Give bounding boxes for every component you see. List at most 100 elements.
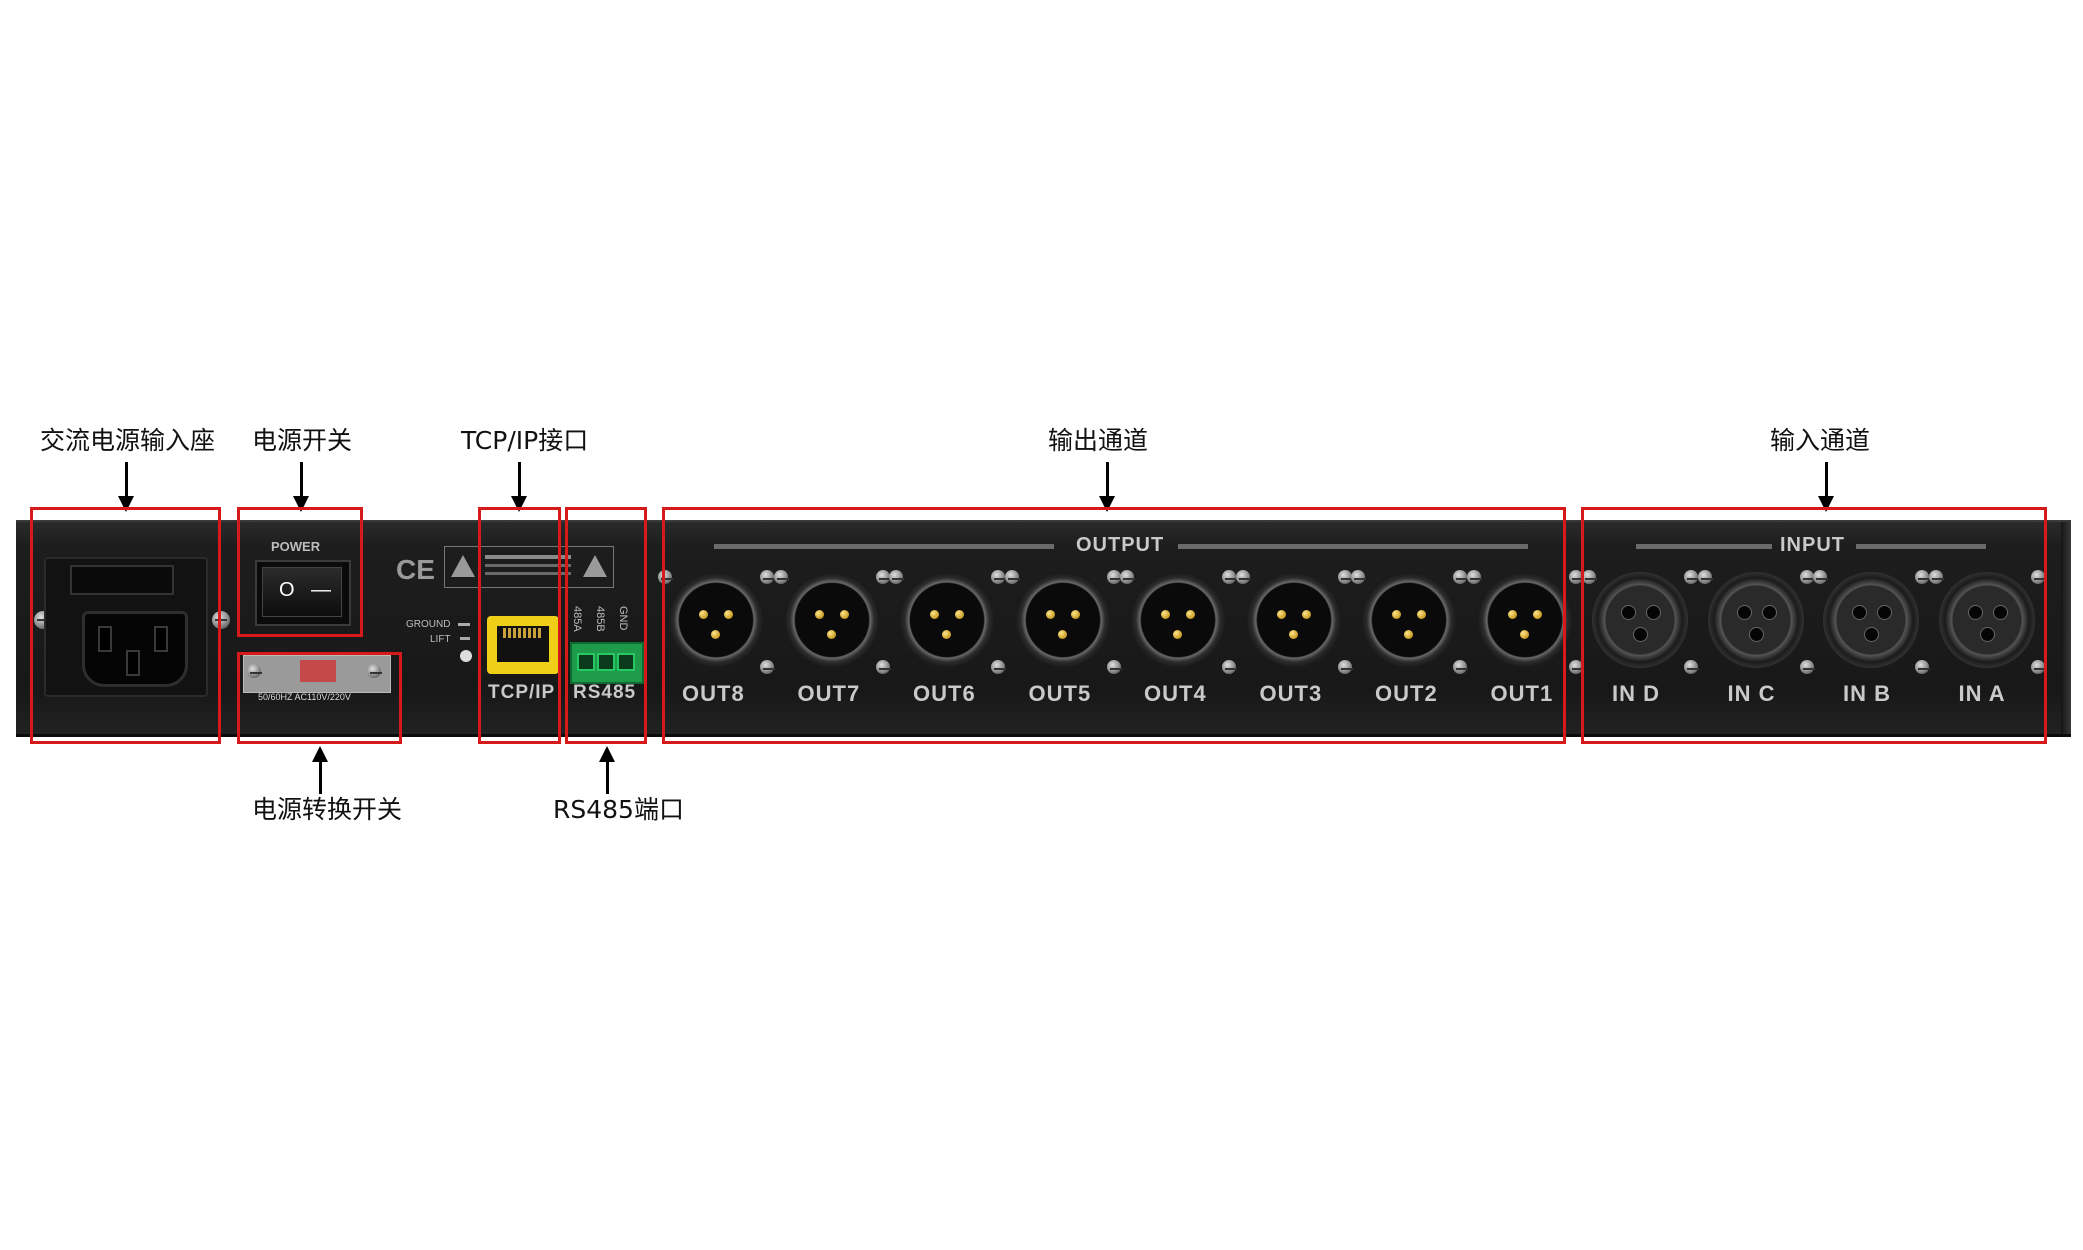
xlr-output-connector[interactable] bbox=[1014, 572, 1111, 668]
highlight-tcpip bbox=[478, 507, 561, 744]
screw bbox=[875, 660, 891, 674]
xlr-pin bbox=[1532, 610, 1542, 619]
screw bbox=[658, 570, 673, 584]
xlr-pin bbox=[1301, 610, 1311, 619]
screw bbox=[875, 570, 891, 584]
xlr-socket-hole bbox=[1877, 605, 1892, 620]
xlr-pin bbox=[839, 610, 849, 619]
screw bbox=[760, 570, 775, 584]
xlr-pin bbox=[1519, 630, 1529, 639]
screw bbox=[1235, 570, 1251, 584]
output-label: OUT6 bbox=[913, 681, 976, 706]
xlr-socket-hole bbox=[1621, 605, 1636, 620]
xlr-socket-hole bbox=[1646, 605, 1661, 620]
output-label: OUT1 bbox=[1490, 681, 1554, 706]
highlight-outputs bbox=[662, 507, 1566, 744]
xlr-output-connector[interactable] bbox=[1130, 572, 1226, 668]
screw bbox=[1684, 660, 1699, 674]
voltage-rating: 50/60HZ AC110V/220V bbox=[258, 692, 351, 702]
xlr-socket-hole bbox=[1967, 605, 1983, 620]
xlr-input-connector[interactable] bbox=[1938, 572, 2035, 668]
screw bbox=[1337, 570, 1353, 584]
input-group-label: INPUT bbox=[1780, 534, 1845, 556]
screw bbox=[991, 660, 1006, 674]
xlr-pin bbox=[1186, 610, 1195, 619]
screw bbox=[991, 570, 1006, 584]
output-label: OUT5 bbox=[1028, 681, 1092, 706]
xlr-output-connector[interactable] bbox=[1245, 572, 1342, 668]
screw bbox=[1453, 570, 1468, 584]
xlr-pin bbox=[1404, 630, 1413, 639]
input-group-line bbox=[1636, 544, 1772, 549]
xlr-output-connector[interactable] bbox=[899, 572, 995, 668]
screw bbox=[1106, 570, 1122, 584]
input-label: IN C bbox=[1727, 681, 1776, 706]
input-label: IN B bbox=[1843, 681, 1891, 706]
screw bbox=[1453, 660, 1468, 674]
screw bbox=[760, 660, 775, 674]
callout-voltage-switch: 电源转换开关 bbox=[252, 795, 403, 824]
screw bbox=[1351, 570, 1366, 584]
xlr-socket-hole bbox=[1633, 627, 1648, 642]
xlr-pin bbox=[1288, 630, 1298, 639]
ground-lift-switch[interactable] bbox=[460, 650, 472, 662]
output-label: OUT4 bbox=[1144, 681, 1207, 706]
power-rocker[interactable] bbox=[262, 567, 342, 617]
xlr-input-connector[interactable] bbox=[1707, 572, 1804, 668]
screw bbox=[1915, 570, 1930, 584]
terminal-pin bbox=[597, 653, 615, 671]
ground-switch-mark bbox=[458, 623, 470, 626]
screw bbox=[247, 664, 262, 678]
screw bbox=[889, 570, 904, 584]
xlr-socket-hole bbox=[1736, 605, 1752, 620]
screw bbox=[2030, 570, 2046, 584]
xlr-pin bbox=[1045, 610, 1055, 619]
xlr-pin bbox=[1392, 610, 1401, 619]
socket-pin bbox=[126, 650, 140, 676]
caution-label bbox=[444, 546, 614, 588]
rj45-pins bbox=[503, 628, 543, 638]
xlr-pin bbox=[1507, 610, 1517, 619]
xlr-pin bbox=[814, 610, 824, 619]
highlight-voltage-switch bbox=[237, 652, 402, 744]
xlr-output-connector[interactable] bbox=[783, 572, 880, 668]
screw bbox=[1799, 660, 1815, 674]
warning-icon bbox=[451, 555, 475, 577]
xlr-pin bbox=[955, 610, 964, 619]
callout-outputs: 输出通道 bbox=[1048, 426, 1149, 455]
xlr-pin bbox=[826, 630, 836, 639]
terminal-pin bbox=[617, 653, 635, 671]
voltage-slider[interactable] bbox=[300, 660, 336, 682]
xlr-output-connector[interactable] bbox=[668, 572, 764, 668]
screw bbox=[1582, 570, 1597, 584]
xlr-output-connector[interactable] bbox=[1361, 572, 1457, 668]
highlight-rs485 bbox=[565, 507, 647, 744]
screw bbox=[1222, 570, 1237, 584]
callout-power-switch: 电源开关 bbox=[252, 426, 353, 455]
xlr-socket-hole bbox=[1852, 605, 1867, 620]
screw bbox=[1222, 660, 1237, 674]
screw bbox=[1568, 660, 1584, 674]
xlr-socket-hole bbox=[1761, 605, 1777, 620]
lift-switch-mark bbox=[460, 637, 470, 640]
output-label: OUT3 bbox=[1259, 681, 1323, 706]
xlr-input-connector[interactable] bbox=[1592, 572, 1688, 668]
xlr-output-connector[interactable] bbox=[1476, 572, 1573, 668]
screw bbox=[1568, 570, 1584, 584]
output-group-line bbox=[714, 544, 1054, 549]
output-label: OUT2 bbox=[1375, 681, 1438, 706]
xlr-socket-hole bbox=[1748, 627, 1764, 642]
xlr-pin bbox=[711, 630, 720, 639]
power-label: POWER bbox=[271, 539, 321, 554]
screw bbox=[773, 570, 789, 584]
screw bbox=[1697, 570, 1713, 584]
rs485-label: RS485 bbox=[573, 682, 637, 703]
xlr-input-connector[interactable] bbox=[1823, 572, 1919, 668]
warning-icon bbox=[583, 555, 607, 577]
socket-pin bbox=[98, 626, 112, 652]
screw bbox=[1004, 570, 1020, 584]
callout-rs485: RS485端口 bbox=[553, 795, 684, 824]
xlr-socket-hole bbox=[1979, 627, 1995, 642]
xlr-pin bbox=[1161, 610, 1170, 619]
screw bbox=[367, 664, 382, 678]
